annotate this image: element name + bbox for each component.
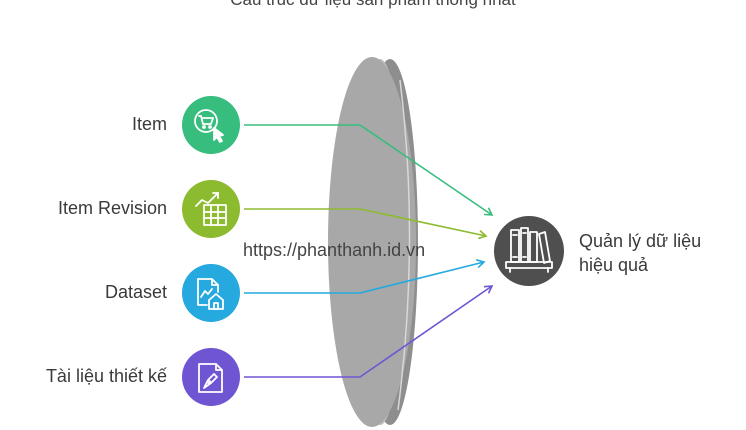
label-dataset: Dataset (104, 282, 167, 302)
diagram-title: Cấu trúc dữ liệu sản phẩm thống nhất (0, 0, 746, 10)
output-label-line1: Quản lý dữ liệu (579, 231, 702, 251)
node-design-doc (182, 348, 240, 406)
node-item-revision (182, 180, 240, 238)
books-shelf-icon (505, 227, 553, 273)
connector-item (244, 124, 494, 216)
label-item: Item (131, 114, 167, 134)
document-chart-home-icon (197, 278, 224, 310)
connector-item-revision (244, 208, 488, 240)
cart-cursor-icon (194, 109, 224, 143)
node-output (494, 216, 564, 286)
output-label-line2: hiệu quả (579, 255, 649, 275)
connector-design-doc (244, 285, 494, 378)
label-design-doc: Tài liệu thiết kế (45, 366, 167, 386)
label-item-revision: Item Revision (57, 198, 167, 218)
output-label: Quản lý dữ liệu hiệu quả (579, 229, 701, 277)
watermark-text: https://phanthanh.id.vn (243, 240, 426, 260)
connector-dataset (244, 259, 486, 294)
lens-shape (328, 57, 418, 427)
chart-table-icon (195, 192, 227, 226)
node-item (182, 96, 240, 154)
node-dataset (182, 264, 240, 322)
design-pen-icon (198, 363, 223, 393)
